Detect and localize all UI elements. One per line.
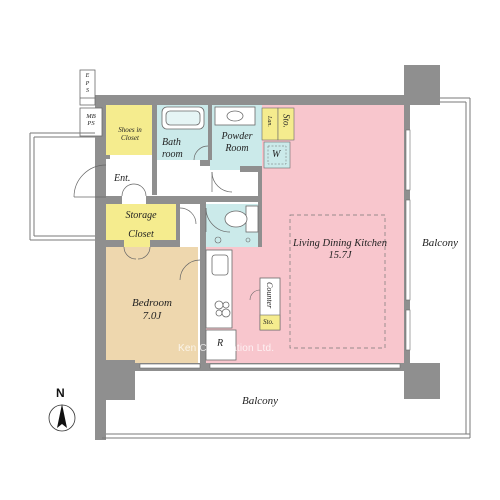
bedroom-area bbox=[106, 247, 198, 363]
refrigerator-label: R bbox=[217, 338, 224, 349]
shoes-closet-area bbox=[106, 105, 156, 155]
watermark: Ken Corporation Ltd. bbox=[178, 343, 275, 354]
washer-box bbox=[263, 141, 291, 169]
storage-top-label: Sto. bbox=[281, 114, 292, 128]
balcony-right-label: Balcony bbox=[422, 237, 459, 249]
storage-top-box bbox=[277, 107, 295, 141]
storage-label: Storage bbox=[125, 210, 157, 221]
compass-arrow-icon bbox=[48, 404, 76, 432]
washer-label: W bbox=[272, 149, 281, 160]
washer-drain bbox=[267, 145, 287, 165]
closet-label: Closet bbox=[128, 229, 154, 240]
ldk-ceiling-outline bbox=[289, 214, 386, 349]
entrance-label: Ent. bbox=[114, 173, 131, 184]
storage-small-label: Sto. bbox=[263, 318, 274, 326]
balcony-outlines bbox=[102, 97, 471, 439]
balcony-bottom-label: Balcony bbox=[242, 395, 279, 407]
laundry-label: Lan. bbox=[265, 116, 272, 127]
compass-north-label: N bbox=[56, 386, 65, 400]
storage-closet-area bbox=[106, 204, 176, 247]
counter-label: Counter bbox=[265, 282, 275, 309]
